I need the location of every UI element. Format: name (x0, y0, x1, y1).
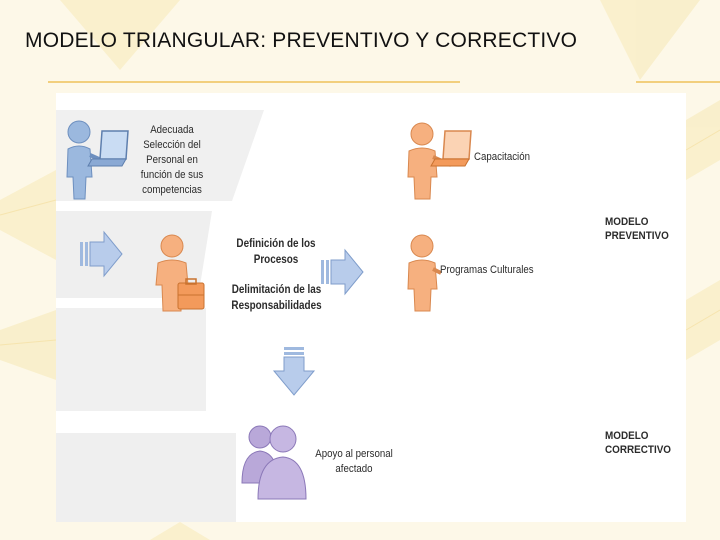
diagram-panel: Adecuada Selección del Personal en funci… (56, 93, 686, 522)
title-underline-left (48, 81, 460, 83)
arrow-down-icon (272, 347, 316, 396)
arrow-right-icon (80, 230, 123, 278)
arrow-right-icon (321, 248, 364, 296)
title-underline-right (636, 81, 720, 83)
slide-title: MODELO TRIANGULAR: PREVENTIVO Y CORRECTI… (25, 29, 578, 52)
person-briefcase-icon (155, 234, 205, 312)
delimitacion-responsabilidades-label: Delimitación de las Responsabilidades (231, 284, 322, 312)
diagram-bands (56, 110, 264, 522)
modelo-preventivo-label: MODELO PREVENTIVO (605, 216, 669, 242)
people-group-icon (241, 425, 307, 500)
person-laptop-blue-icon (66, 120, 129, 200)
modelo-correctivo-label: MODELO CORRECTIVO (605, 430, 672, 456)
capacitacion-label: Capacitación (474, 151, 530, 163)
person-laptop-orange-icon (407, 122, 472, 200)
apoyo-personal-label: Apoyo al personal afectado (315, 448, 393, 475)
definicion-procesos-label: Definición de los Procesos (236, 238, 316, 266)
person-orange-icon (407, 234, 442, 312)
seleccion-personal-label: Adecuada Selección del Personal en funci… (140, 124, 204, 196)
programas-culturales-label: Programas Culturales (440, 264, 534, 276)
